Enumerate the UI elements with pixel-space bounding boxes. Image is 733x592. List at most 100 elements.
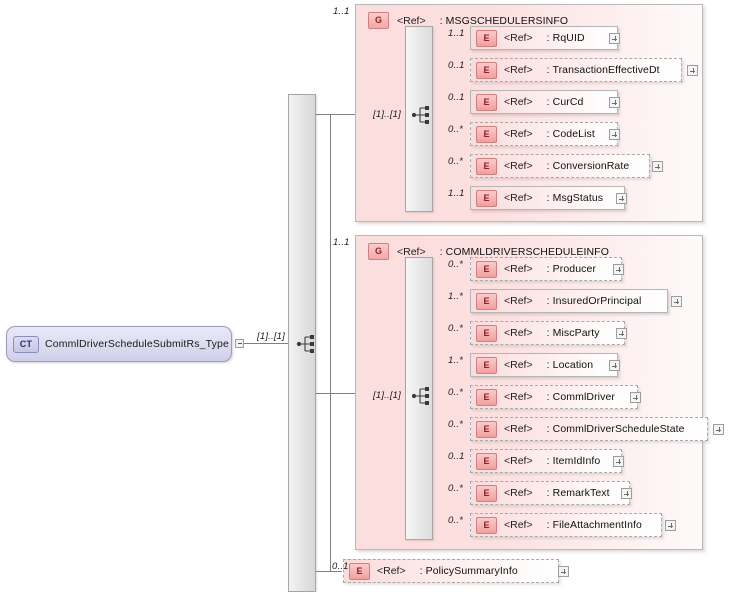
- element-name: : FileAttachmentInfo: [546, 519, 642, 531]
- element-badge-icon: E: [476, 29, 497, 47]
- complextype-badge-icon: CT: [13, 335, 39, 353]
- element-badge-icon: E: [476, 93, 497, 111]
- cardinality-insuredorprincipal: 1..*: [448, 291, 464, 302]
- root-cardinality: [1]..[1]: [257, 331, 286, 342]
- wire-branch-group1: [316, 114, 358, 115]
- group1-cardinality: 1..1: [333, 6, 350, 17]
- element-badge-icon: E: [476, 356, 497, 374]
- element-fileattachmentinfo[interactable]: E <Ref> : FileAttachmentInfo: [470, 513, 662, 537]
- element-ref-label: <Ref>: [504, 487, 533, 499]
- group-badge-icon: G: [368, 243, 389, 260]
- element-badge-icon: E: [476, 388, 497, 406]
- element-name: : InsuredOrPrincipal: [546, 295, 642, 307]
- wire-branch-policysummary: [316, 571, 342, 572]
- element-ref-label: <Ref>: [504, 295, 533, 307]
- element-badge-icon: E: [476, 292, 497, 310]
- element-ref-label: <Ref>: [504, 519, 533, 531]
- element-msgstatus[interactable]: E <Ref> : MsgStatus: [470, 186, 625, 210]
- expand-msgstatus-icon[interactable]: [616, 193, 627, 204]
- cardinality-location: 1..*: [448, 355, 464, 366]
- element-miscparty[interactable]: E <Ref> : MiscParty: [470, 321, 625, 345]
- cardinality-msgstatus: 1..1: [448, 188, 465, 199]
- element-ref-label: <Ref>: [504, 96, 533, 108]
- element-badge-icon: E: [476, 260, 497, 278]
- expand-transactioneffectivedt-icon[interactable]: [687, 65, 698, 76]
- expand-itemidinfo-icon[interactable]: [613, 456, 624, 467]
- expand-producer-icon[interactable]: [613, 264, 624, 275]
- group1-sequence-bar: [405, 26, 433, 212]
- element-name: : ConversionRate: [546, 160, 630, 172]
- expand-commldriver-icon[interactable]: [630, 392, 641, 403]
- element-transactioneffectivedt[interactable]: E <Ref> : TransactionEffectiveDt: [470, 58, 682, 82]
- element-badge-icon: E: [476, 452, 497, 470]
- element-name: : MsgStatus: [546, 192, 604, 204]
- element-codelist[interactable]: E <Ref> : CodeList: [470, 122, 618, 146]
- element-ref-label: <Ref>: [504, 391, 533, 403]
- cardinality-remarktext: 0..*: [448, 483, 464, 494]
- element-name: : Producer: [546, 263, 597, 275]
- wire-root-to-sequence: [241, 343, 289, 344]
- element-name: : MiscParty: [546, 327, 600, 339]
- cardinality-commldriverschedulestate: 0..*: [448, 419, 464, 430]
- element-name: : Location: [546, 359, 594, 371]
- element-insuredorprincipal[interactable]: E <Ref> : InsuredOrPrincipal: [470, 289, 668, 313]
- element-ref-label: <Ref>: [377, 565, 406, 577]
- group2-ref-label: <Ref>: [397, 245, 426, 258]
- element-name: : ItemIdInfo: [546, 455, 601, 467]
- group1-sequence-icon: [411, 104, 433, 126]
- element-ref-label: <Ref>: [504, 64, 533, 76]
- expand-remarktext-icon[interactable]: [621, 488, 632, 499]
- cardinality-transactioneffectivedt: 0..1: [448, 60, 465, 71]
- element-badge-icon: E: [476, 484, 497, 502]
- group-badge-icon: G: [368, 12, 389, 29]
- element-name: : TransactionEffectiveDt: [546, 64, 660, 76]
- element-name: : CurCd: [546, 96, 584, 108]
- element-name: : CommlDriverScheduleState: [546, 423, 685, 435]
- expand-insuredorprincipal-icon[interactable]: [671, 296, 682, 307]
- element-itemidinfo[interactable]: E <Ref> : ItemIdInfo: [470, 449, 622, 473]
- element-ref-label: <Ref>: [504, 423, 533, 435]
- collapse-root-icon[interactable]: [235, 339, 244, 348]
- cardinality-producer: 0..*: [448, 259, 464, 270]
- element-rquid[interactable]: E <Ref> : RqUID: [470, 26, 618, 50]
- element-ref-label: <Ref>: [504, 359, 533, 371]
- expand-fileattachmentinfo-icon[interactable]: [665, 520, 676, 531]
- expand-codelist-icon[interactable]: [609, 129, 620, 140]
- cardinality-itemidinfo: 0..1: [448, 451, 465, 462]
- element-badge-icon: E: [476, 516, 497, 534]
- cardinality-policysummaryinfo: 0..1: [332, 561, 349, 572]
- cardinality-miscparty: 0..*: [448, 323, 464, 334]
- element-ref-label: <Ref>: [504, 455, 533, 467]
- wire-main-spine: [330, 114, 331, 571]
- element-curcd[interactable]: E <Ref> : CurCd: [470, 90, 618, 114]
- element-location[interactable]: E <Ref> : Location: [470, 353, 618, 377]
- element-name: : PolicySummaryInfo: [419, 565, 518, 577]
- element-commldriver[interactable]: E <Ref> : CommlDriver: [470, 385, 638, 409]
- element-commldriverschedulestate[interactable]: E <Ref> : CommlDriverScheduleState: [470, 417, 708, 441]
- element-producer[interactable]: E <Ref> : Producer: [470, 257, 622, 281]
- complextype-root-box[interactable]: CT CommlDriverScheduleSubmitRs_Type: [6, 326, 232, 362]
- expand-commldriverschedulestate-icon[interactable]: [713, 424, 724, 435]
- expand-conversionrate-icon[interactable]: [652, 161, 663, 172]
- cardinality-curcd: 0..1: [448, 92, 465, 103]
- expand-location-icon[interactable]: [609, 360, 620, 371]
- group2-sequence-icon: [411, 385, 433, 407]
- complextype-name: CommlDriverScheduleSubmitRs_Type: [45, 337, 229, 350]
- expand-miscparty-icon[interactable]: [616, 328, 627, 339]
- element-ref-label: <Ref>: [504, 192, 533, 204]
- element-ref-label: <Ref>: [504, 128, 533, 140]
- element-remarktext[interactable]: E <Ref> : RemarkText: [470, 481, 630, 505]
- element-conversionrate[interactable]: E <Ref> : ConversionRate: [470, 154, 650, 178]
- expand-curcd-icon[interactable]: [609, 97, 620, 108]
- element-badge-icon: E: [476, 61, 497, 79]
- group1-sequence-cardinality: [1]..[1]: [373, 109, 402, 120]
- wire-branch-group2: [316, 393, 358, 394]
- expand-policysummaryinfo-icon[interactable]: [558, 566, 569, 577]
- element-badge-icon: E: [476, 420, 497, 438]
- group2-cardinality: 1..1: [333, 237, 350, 248]
- group1-header: G <Ref> : MSGSCHEDULERSINFO: [368, 12, 568, 29]
- element-policysummaryinfo[interactable]: E <Ref> : PolicySummaryInfo: [343, 559, 559, 583]
- cardinality-conversionrate: 0..*: [448, 156, 464, 167]
- expand-rquid-icon[interactable]: [609, 33, 620, 44]
